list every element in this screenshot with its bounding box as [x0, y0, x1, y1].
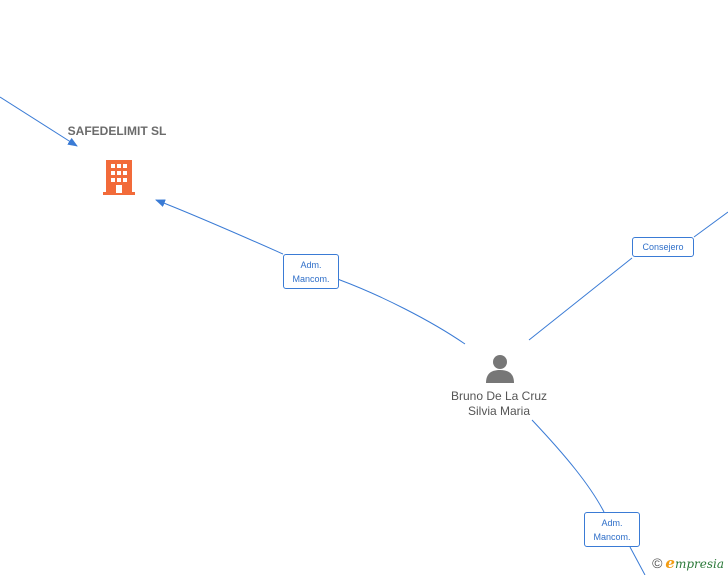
brand-logo: © empresia — [652, 554, 724, 572]
edge-incoming-company — [0, 96, 78, 147]
brand-initial: e — [665, 554, 675, 572]
edge-person-bottom — [531, 419, 646, 575]
company-name[interactable]: SAFEDELIMIT SL — [67, 124, 167, 138]
edge-label-adm-mancom-bottom[interactable]: Adm. Mancom. — [584, 512, 640, 547]
edge-person-consejero — [528, 211, 728, 341]
copyright-icon: © — [652, 555, 663, 571]
person-icon[interactable] — [485, 354, 515, 389]
person-name[interactable]: Bruno De La Cruz Silvia Maria — [450, 389, 548, 418]
edge-person-company — [156, 200, 466, 345]
edge-label-consejero[interactable]: Consejero — [632, 237, 694, 257]
building-icon[interactable] — [103, 160, 135, 201]
edge-label-adm-mancom[interactable]: Adm. Mancom. — [283, 254, 339, 289]
brand-name: mpresia — [674, 557, 724, 571]
